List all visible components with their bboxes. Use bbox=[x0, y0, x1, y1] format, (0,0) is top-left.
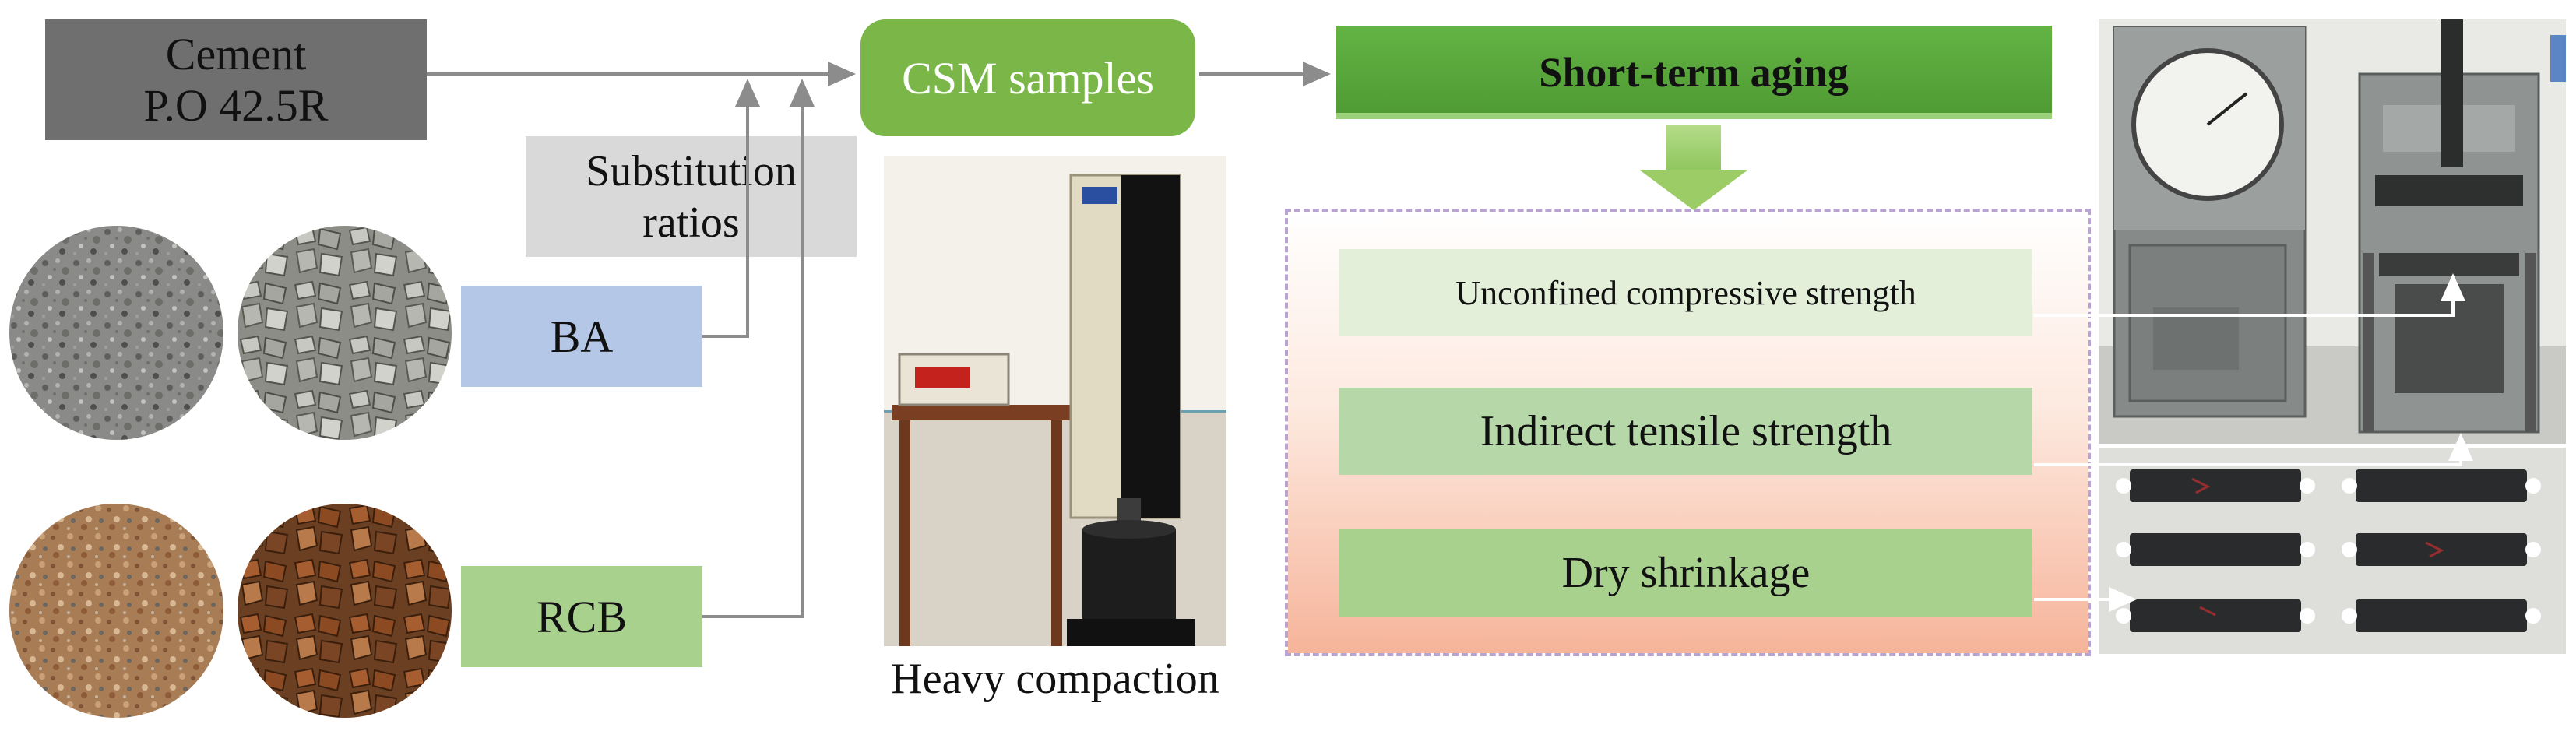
compaction-machine-photo bbox=[884, 156, 1226, 646]
ba-to-csm-arrow bbox=[702, 79, 760, 338]
csm-samples-box: CSM samples bbox=[860, 19, 1195, 136]
cement-grade-label: P.O 42.5R bbox=[143, 79, 329, 131]
ucs-to-press-arrow bbox=[2034, 273, 2465, 317]
aging-down-arrow bbox=[1639, 125, 1748, 210]
rcb-box: RCB bbox=[461, 566, 702, 667]
its-label: Indirect tensile strength bbox=[1480, 407, 1892, 455]
its-box: Indirect tensile strength bbox=[1339, 388, 2032, 475]
substitution-label: Substitution bbox=[586, 146, 797, 195]
cement-box: Cement P.O 42.5R bbox=[45, 19, 427, 140]
ba-fine-aggregate-photo bbox=[9, 226, 223, 440]
short-term-aging-box: Short-term aging bbox=[1336, 26, 2052, 119]
its-to-press-arrow bbox=[2034, 433, 2473, 466]
csm-samples-label: CSM samples bbox=[902, 52, 1154, 104]
cement-label: Cement bbox=[165, 28, 307, 79]
shrinkage-beams-photo bbox=[2099, 448, 2566, 654]
heavy-compaction-caption: Heavy compaction bbox=[891, 655, 1219, 703]
ucs-label: Unconfined compressive strength bbox=[1455, 273, 1916, 312]
ba-coarse-aggregate-photo bbox=[238, 226, 452, 440]
testing-machine-photo bbox=[2099, 19, 2566, 444]
rcb-fine-aggregate-photo bbox=[9, 504, 223, 718]
dry-shrinkage-label: Dry shrinkage bbox=[1561, 549, 1811, 597]
short-term-aging-label: Short-term aging bbox=[1539, 49, 1849, 96]
ba-label: BA bbox=[550, 311, 614, 362]
rcb-coarse-aggregate-photo bbox=[238, 504, 452, 718]
dry-shrinkage-box: Dry shrinkage bbox=[1339, 529, 2032, 617]
rcb-label: RCB bbox=[536, 591, 628, 642]
ratios-label: ratios bbox=[642, 198, 740, 247]
ba-box: BA bbox=[461, 286, 702, 387]
ucs-box: Unconfined compressive strength bbox=[1339, 249, 2032, 336]
rcb-to-csm-arrow bbox=[702, 79, 815, 618]
